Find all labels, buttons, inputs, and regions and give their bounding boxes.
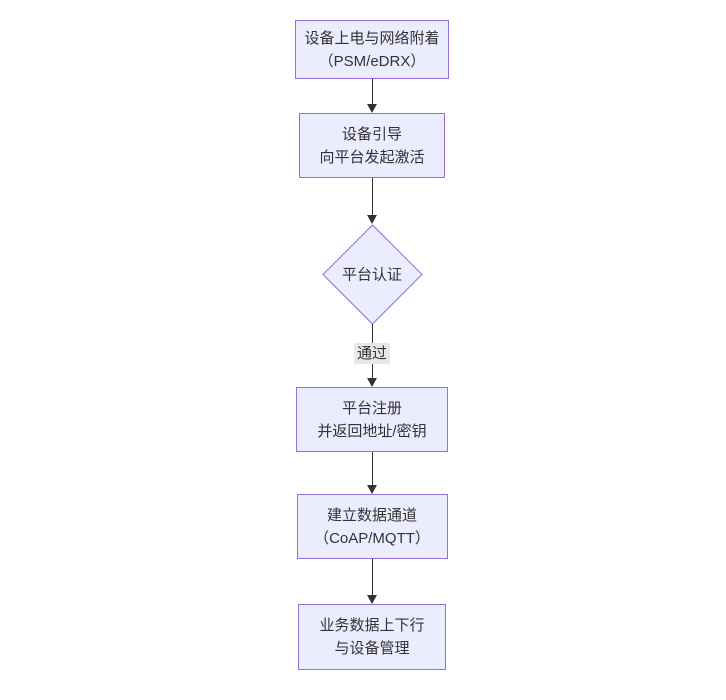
node-text-line: 业务数据上下行 bbox=[319, 617, 425, 634]
edge-bootstrap-auth bbox=[367, 178, 377, 224]
node-text-line: 设备引导 bbox=[341, 125, 402, 143]
node-device-power-attach: 设备上电与网络附着 （PSM/eDRX） bbox=[295, 20, 449, 79]
edge-register-channel bbox=[367, 452, 377, 494]
arrowhead-icon bbox=[367, 378, 377, 387]
node-data-channel: 建立数据通道 （CoAP/MQTT） bbox=[296, 494, 448, 559]
edge-line bbox=[371, 452, 373, 485]
node-text-line: 与设备管理 bbox=[334, 640, 410, 657]
node-platform-register: 平台注册 并返回地址/密钥 bbox=[296, 387, 448, 452]
node-device-bootstrap: 设备引导 向平台发起激活 bbox=[299, 113, 445, 178]
edge-label-pass: 通过 bbox=[353, 343, 391, 364]
node-business-data: 业务数据上下行 与设备管理 bbox=[298, 604, 446, 670]
node-text-line: （CoAP/MQTT） bbox=[314, 529, 430, 547]
node-text-line: 并返回地址/密钥 bbox=[317, 422, 427, 440]
node-text-line: 平台认证 bbox=[341, 266, 403, 284]
node-text-line: 设备上电与网络附着 bbox=[304, 29, 440, 47]
edge-line bbox=[371, 79, 373, 104]
node-text-line: 向平台发起激活 bbox=[319, 148, 425, 166]
arrowhead-icon bbox=[367, 595, 377, 604]
node-text-line: 平台注册 bbox=[341, 399, 402, 417]
edge-channel-business bbox=[367, 559, 377, 604]
flowchart: 设备上电与网络附着 （PSM/eDRX） 设备引导 向平台发起激活 平台认证 通… bbox=[295, 20, 449, 670]
node-text-line: （PSM/eDRX） bbox=[318, 52, 426, 70]
arrowhead-icon bbox=[367, 485, 377, 494]
arrowhead-icon bbox=[367, 104, 377, 113]
edge-auth-register: 通过 bbox=[353, 324, 391, 387]
node-platform-auth-decision: 平台认证 bbox=[321, 223, 423, 325]
edge-line bbox=[371, 559, 373, 595]
edge-start-bootstrap bbox=[367, 79, 377, 113]
node-text-line: 建立数据通道 bbox=[326, 506, 417, 524]
edge-line bbox=[371, 178, 373, 215]
arrowhead-icon bbox=[367, 215, 377, 224]
